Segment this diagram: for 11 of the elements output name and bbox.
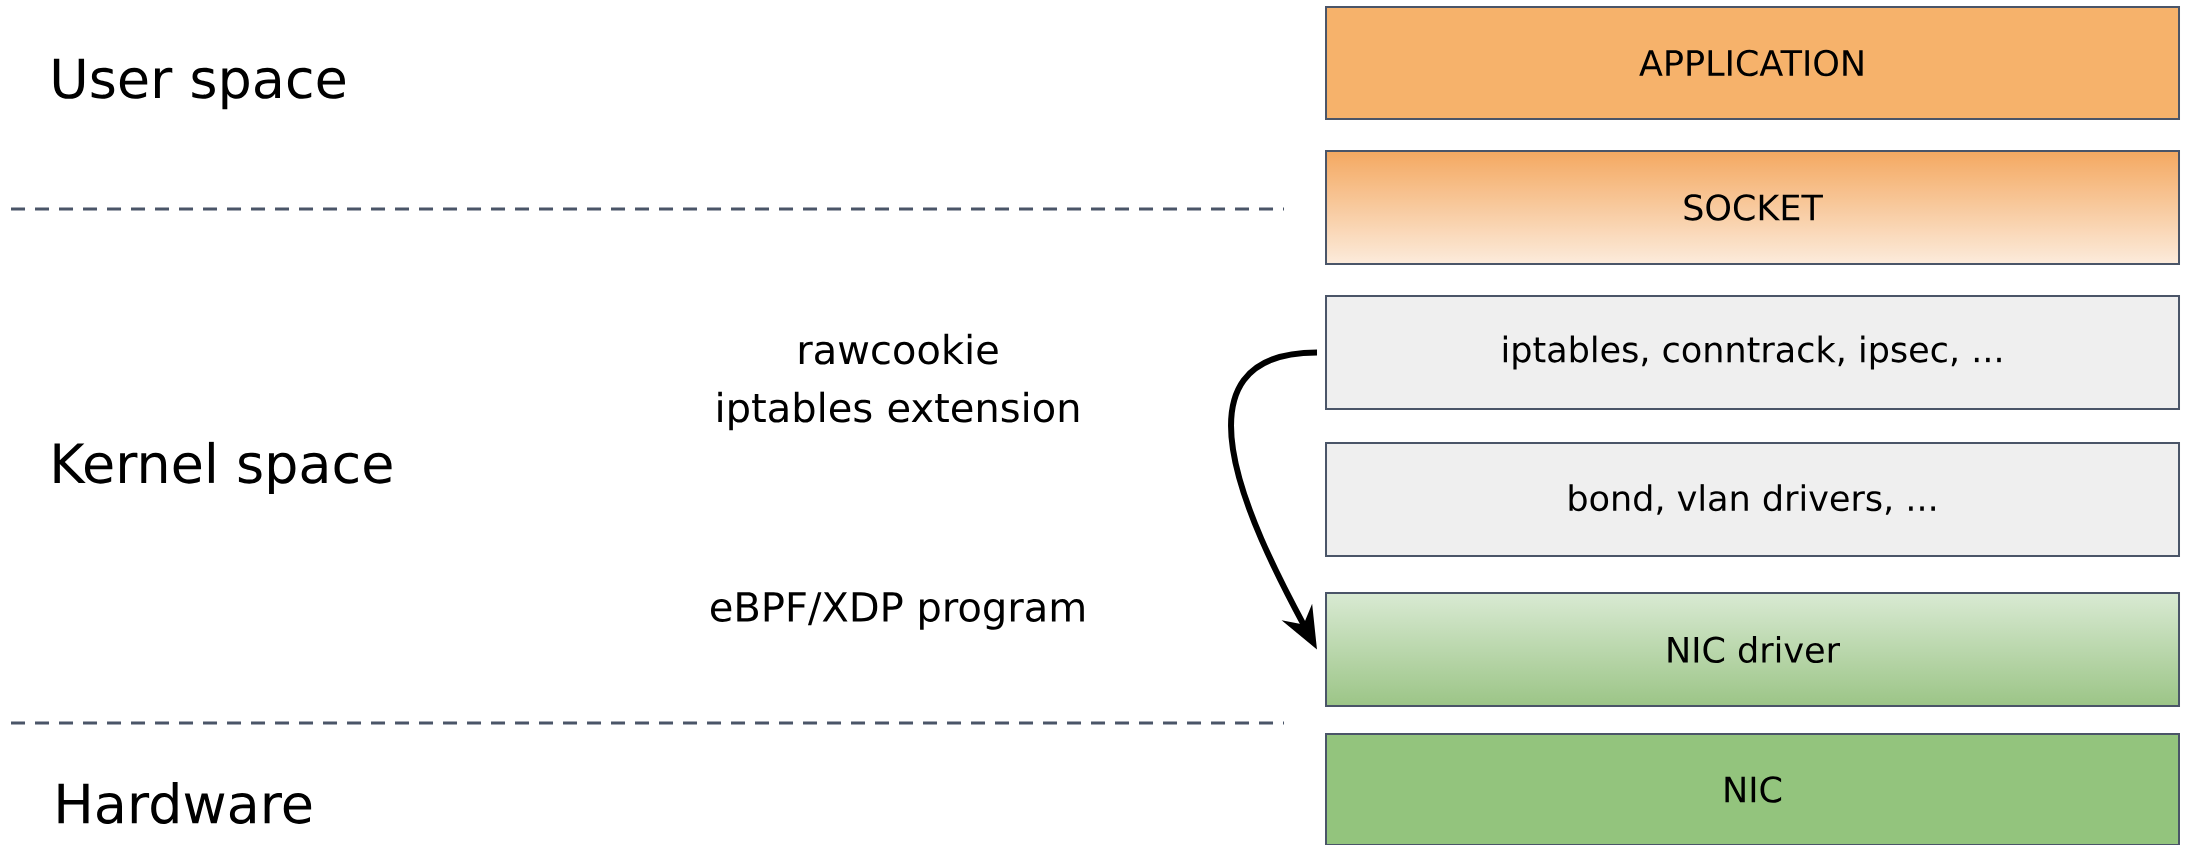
layer-label: Hardware (58, 782, 312, 824)
layer-box: NIC (1325, 733, 2180, 845)
annotation-text: rawcookie iptables extension (718, 333, 1079, 431)
layer-box: NIC driver (1325, 592, 2180, 707)
layer-label: Kernel space (54, 441, 392, 495)
layer-box: iptables, conntrack, ipsec, ... (1325, 295, 2180, 410)
layer-label: User space (53, 58, 345, 110)
layer-box: APPLICATION (1325, 6, 2180, 120)
annotation-text: eBPF/XDP program (711, 592, 1084, 630)
layer-box: SOCKET (1325, 150, 2180, 265)
layer-box: bond, vlan drivers, ... (1325, 442, 2180, 557)
